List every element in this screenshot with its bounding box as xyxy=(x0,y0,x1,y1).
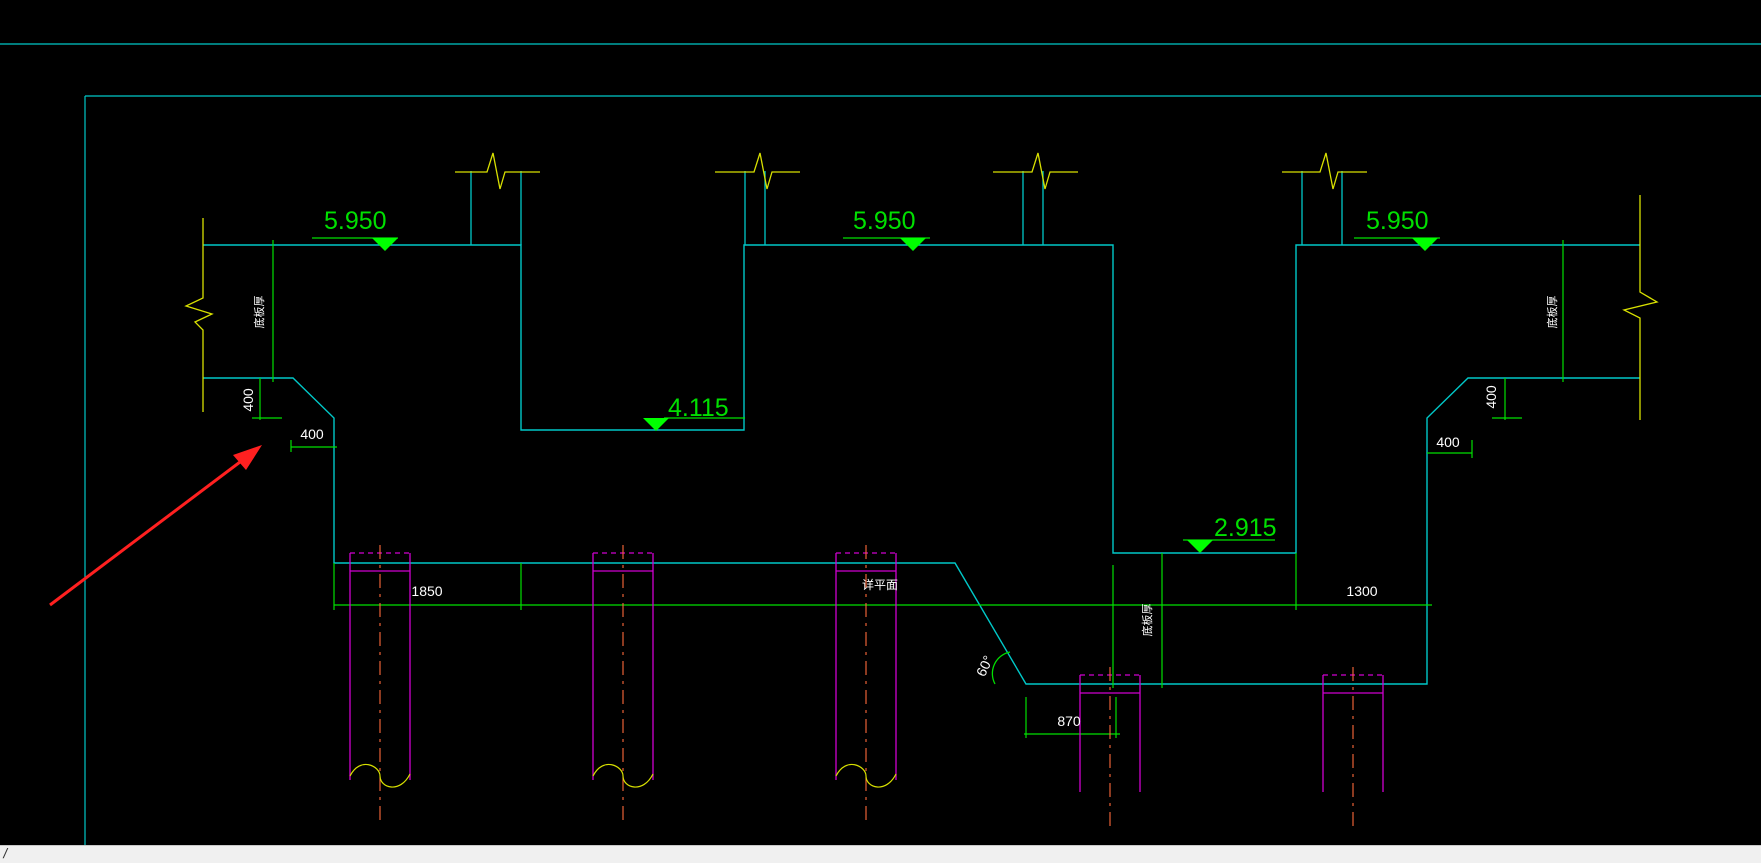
vertical-note: 底板厚 xyxy=(1140,604,1154,637)
dimension-lines xyxy=(252,240,1564,738)
elevation-triangle-icon xyxy=(643,418,669,431)
section-note: 详平面 xyxy=(862,577,898,592)
dimension-text: 400 xyxy=(1483,385,1499,409)
elevation-markers xyxy=(312,237,1440,553)
elevation-label: 5.950 xyxy=(1366,207,1429,235)
elevation-triangle-icon xyxy=(1412,238,1438,251)
elevation-triangle-icon xyxy=(1187,540,1213,553)
dimension-text: 400 xyxy=(240,388,256,412)
outline-top xyxy=(203,244,1640,554)
vertical-note: 底板厚 xyxy=(1545,296,1559,329)
elevation-triangle-icon xyxy=(372,238,398,251)
side-break-right xyxy=(1622,195,1659,420)
dimension-text: 400 xyxy=(1436,434,1460,450)
foundation-outline xyxy=(203,171,1640,685)
dimension-text: 870 xyxy=(1057,713,1081,729)
drawing-frame xyxy=(0,43,1761,845)
break-line xyxy=(1282,152,1367,190)
dimension-text: 400 xyxy=(300,426,324,442)
break-lines xyxy=(184,152,1659,420)
elevation-label: 5.950 xyxy=(324,207,387,235)
angle-arc xyxy=(991,651,1011,685)
elevation-label: 2.915 xyxy=(1214,514,1277,542)
break-line xyxy=(993,152,1078,190)
red-arrow-icon xyxy=(49,445,262,607)
elevation-triangle-icon xyxy=(900,238,926,251)
status-bar: / xyxy=(0,845,1761,863)
dimension-text: 1300 xyxy=(1346,583,1377,599)
status-text: / xyxy=(2,846,10,860)
pile-break-curve xyxy=(835,763,897,788)
dimension-text: 1850 xyxy=(411,583,442,599)
outline-bottom xyxy=(203,377,1640,685)
vertical-note: 底板厚 xyxy=(252,296,266,329)
elevation-label: 4.115 xyxy=(668,394,729,422)
break-line xyxy=(455,152,540,190)
pile-break-curve xyxy=(349,763,411,788)
pile-break-curve xyxy=(592,763,654,788)
pile-group xyxy=(349,545,1384,832)
break-line xyxy=(715,152,800,190)
elevation-label: 5.950 xyxy=(853,207,916,235)
side-break-left xyxy=(184,218,214,412)
